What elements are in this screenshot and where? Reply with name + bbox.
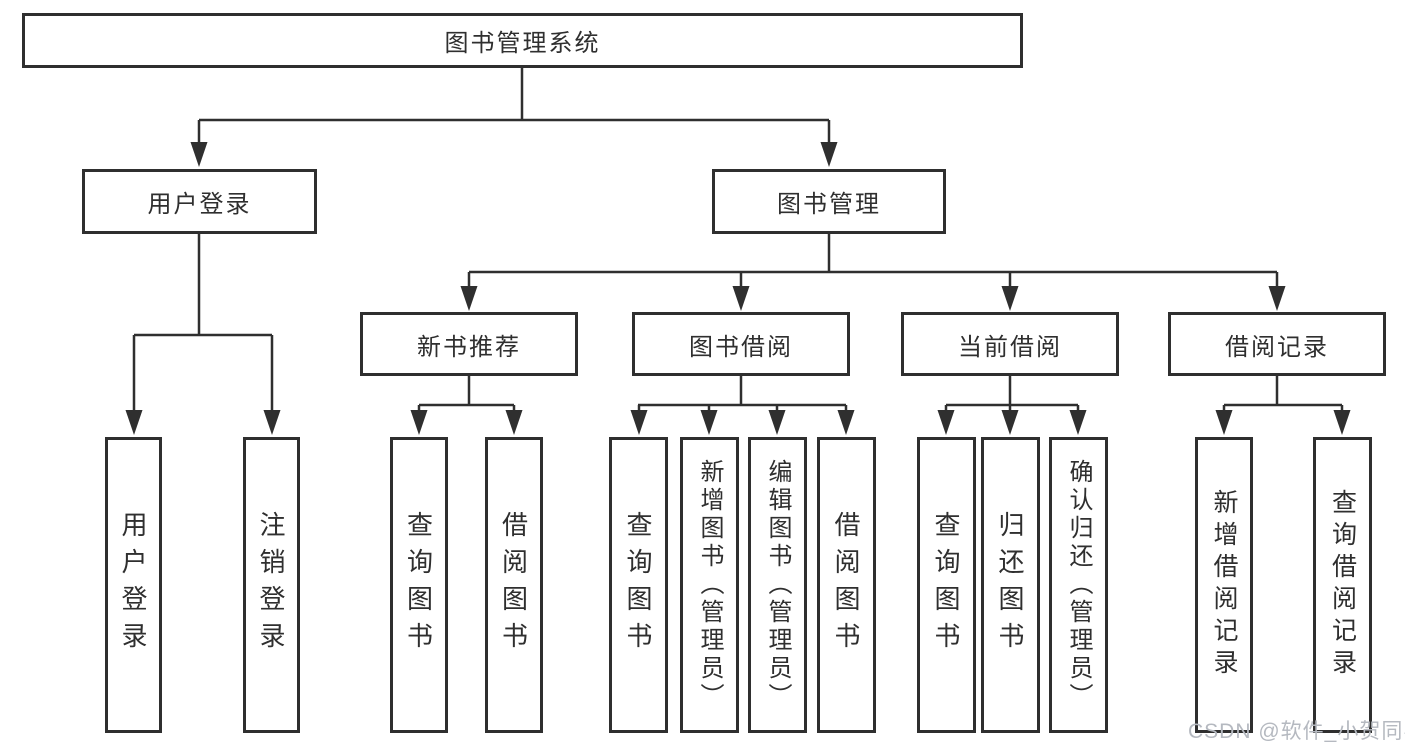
arrowhead-down-icon [630,410,648,435]
arrowhead-down-icon [1001,410,1019,435]
arrowhead-down-icon [125,410,143,435]
node-label: 借阅图书 [831,511,861,659]
node-label: 查询图书 [623,511,653,659]
node-label: 查询图书 [403,511,434,659]
node-leaf-borrow-query-books: 查询图书 [609,437,668,733]
arrowhead-down-icon [937,410,955,435]
arrowhead-down-icon [410,410,428,435]
node-leaf-add-books-admin: 新增图书（管理员） [680,437,739,733]
node-label: 借阅记录 [1225,333,1329,361]
arrowhead-down-icon [1268,286,1286,311]
arrowhead-down-icon [1069,410,1087,435]
node-label: 用户登录 [118,511,148,659]
node-label: 用户登录 [147,191,252,218]
node-leaf-recommend-borrow-books: 借阅图书 [485,437,543,733]
node-leaf-current-query-books: 查询图书 [917,437,976,733]
arrowhead-down-icon [460,286,478,311]
arrowhead-down-icon [768,410,786,435]
node-borrowing-records: 借阅记录 [1168,312,1386,376]
node-leaf-edit-books-admin: 编辑图书（管理员） [748,437,807,733]
node-label: 图书借阅 [689,333,793,361]
watermark: CSDN @软件_小贺同学 [1188,720,1405,743]
node-book-management: 图书管理 [712,169,946,234]
node-label: 借阅图书 [498,511,529,659]
node-label: 图书管理 [777,191,881,218]
node-new-book-recommendation: 新书推荐 [360,312,578,376]
arrowhead-down-icon [1215,410,1233,435]
arrowhead-down-icon [263,410,281,435]
node-label: 当前借阅 [958,333,1062,361]
arrowhead-down-icon [732,286,750,311]
node-label: 新书推荐 [417,333,521,361]
node-leaf-return-books: 归还图书 [981,437,1040,733]
arrowhead-down-icon [820,142,838,167]
arrowhead-down-icon [837,410,855,435]
node-user-login: 用户登录 [82,169,317,234]
arrowhead-down-icon [505,410,523,435]
node-book-borrowing: 图书借阅 [632,312,850,376]
arrowhead-down-icon [190,142,208,167]
node-leaf-borrow-books: 借阅图书 [817,437,876,733]
arrowhead-down-icon [1333,410,1351,435]
node-leaf-recommend-query-books: 查询图书 [390,437,448,733]
node-label: 查询图书 [931,511,961,659]
node-label: 新增借阅记录 [1210,489,1238,681]
node-leaf-add-borrow-record: 新增借阅记录 [1195,437,1253,733]
node-label: 确认归还（管理员） [1065,459,1092,711]
node-label: 新增图书（管理员） [696,459,723,711]
node-leaf-logout: 注销登录 [243,437,300,733]
arrowhead-down-icon [1001,286,1019,311]
arrowhead-down-icon [700,410,718,435]
node-label: 图书管理系统 [444,30,601,57]
node-leaf-confirm-return-admin: 确认归还（管理员） [1049,437,1108,733]
node-leaf-query-borrow-record: 查询借阅记录 [1313,437,1372,733]
node-label: 归还图书 [995,511,1025,659]
node-label: 编辑图书（管理员） [764,459,791,711]
node-label: 查询借阅记录 [1328,489,1357,681]
node-root: 图书管理系统 [22,13,1023,68]
node-current-borrowing: 当前借阅 [901,312,1119,376]
node-leaf-user-login: 用户登录 [105,437,162,733]
node-label: 注销登录 [256,511,286,659]
